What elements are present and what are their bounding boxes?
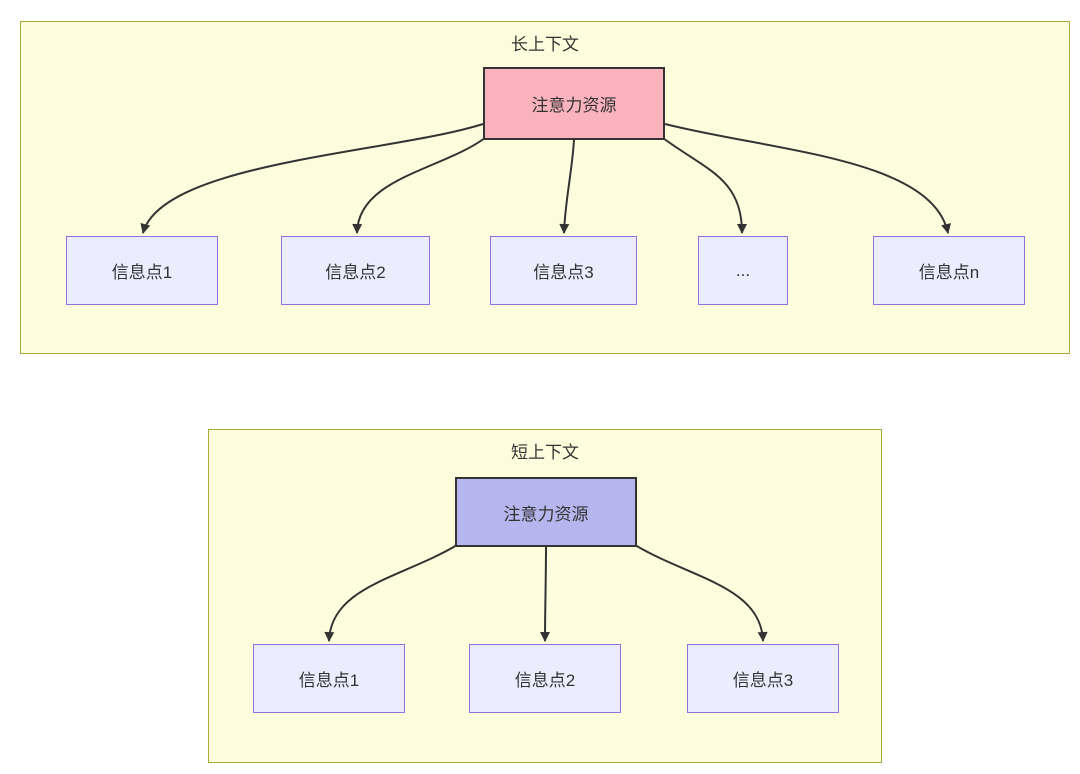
short-attention-node: 注意力资源 (455, 477, 637, 547)
long-attention-node: 注意力资源 (483, 67, 665, 140)
short-info-node-2: 信息点2 (469, 644, 621, 713)
long-info-node-dots: ... (698, 236, 788, 305)
short-info-node-1: 信息点1 (253, 644, 405, 713)
long-info-node-1: 信息点1 (66, 236, 218, 305)
long-info-node-2: 信息点2 (281, 236, 430, 305)
long-context-title: 长上下文 (511, 35, 579, 54)
short-info-node-3: 信息点3 (687, 644, 839, 713)
long-info-node-n: 信息点n (873, 236, 1025, 305)
long-info-node-3: 信息点3 (490, 236, 637, 305)
short-context-title: 短上下文 (511, 443, 579, 462)
